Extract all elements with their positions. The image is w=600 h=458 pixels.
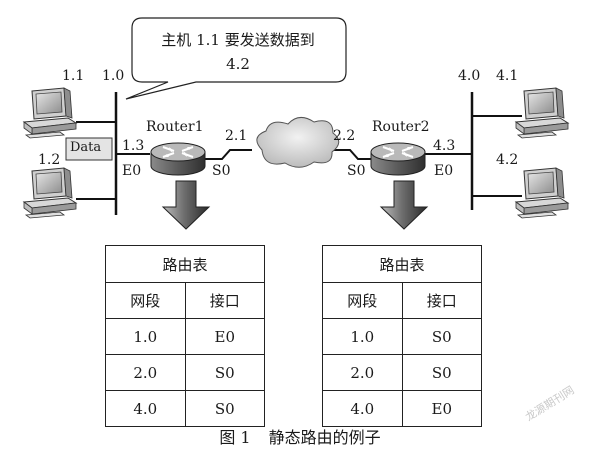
segment-cell: 1.0 bbox=[322, 318, 403, 355]
interface-cell: S0 bbox=[184, 354, 265, 391]
right-network-label: 4.0 bbox=[458, 68, 481, 84]
segment-cell: 2.0 bbox=[322, 354, 403, 391]
router2-down-arrow bbox=[380, 180, 428, 230]
segment-cell: 4.0 bbox=[322, 390, 403, 427]
table-row: 2.0 S0 bbox=[322, 354, 482, 391]
router1-s0-label: S0 bbox=[212, 163, 231, 179]
figure-number: 图 1 bbox=[219, 428, 251, 447]
segment-cell: 4.0 bbox=[105, 390, 186, 427]
interface-cell: S0 bbox=[401, 318, 482, 355]
column-header: 网段 bbox=[322, 282, 403, 319]
speech-line-1: 主机 1.1 要发送数据到 bbox=[161, 31, 315, 49]
router1-icon bbox=[150, 142, 206, 176]
router2-e0-label: E0 bbox=[434, 163, 454, 179]
router2-routing-table: 路由表 网段 接口 1.0 S0 2.0 S0 4.0 E0 bbox=[322, 245, 482, 427]
segment-cell: 2.0 bbox=[105, 354, 186, 391]
speech-bubble bbox=[125, 17, 347, 100]
table-row: 1.0 E0 bbox=[105, 318, 265, 355]
data-packet-tag bbox=[65, 137, 113, 161]
host-4-1-label: 4.1 bbox=[496, 68, 519, 84]
host-4-2-icon bbox=[515, 167, 569, 219]
host-1-1-icon bbox=[23, 87, 77, 139]
host-1-2-icon bbox=[23, 167, 77, 219]
router1-e0-ip: 1.3 bbox=[122, 138, 145, 154]
interface-cell: E0 bbox=[184, 318, 265, 355]
speech-line-2: 4.2 bbox=[226, 55, 250, 73]
column-header: 接口 bbox=[184, 282, 265, 319]
wan-cloud-icon bbox=[256, 117, 340, 168]
router2-s0-ip: 2.2 bbox=[333, 128, 356, 144]
data-packet-label: Data bbox=[70, 140, 102, 155]
interface-cell: S0 bbox=[184, 390, 265, 427]
router1-s0-ip: 2.1 bbox=[225, 128, 248, 144]
left-network-label: 1.0 bbox=[102, 68, 125, 84]
router1-e0-label: E0 bbox=[122, 163, 142, 179]
host-1-1-label: 1.1 bbox=[62, 68, 85, 84]
speech-bubble-text: 主机 1.1 要发送数据到 4.2 bbox=[140, 28, 336, 76]
figure-title: 静态路由的例子 bbox=[268, 428, 381, 447]
segment-cell: 1.0 bbox=[105, 318, 186, 355]
router1-down-arrow bbox=[162, 180, 210, 230]
router2-e0-ip: 4.3 bbox=[433, 138, 456, 154]
table-row: 2.0 S0 bbox=[105, 354, 265, 391]
router2-icon bbox=[370, 142, 426, 176]
column-header: 网段 bbox=[105, 282, 186, 319]
host-4-1-icon bbox=[515, 87, 569, 139]
router2-label: Router2 bbox=[372, 119, 430, 135]
figure-caption: 图 1 静态路由的例子 bbox=[0, 424, 600, 448]
table-row: 1.0 S0 bbox=[322, 318, 482, 355]
host-1-2-label: 1.2 bbox=[38, 152, 61, 168]
host-4-2-label: 4.2 bbox=[496, 152, 519, 168]
interface-cell: E0 bbox=[401, 390, 482, 427]
router1-routing-table: 路由表 网段 接口 1.0 E0 2.0 S0 4.0 S0 bbox=[105, 245, 265, 427]
router2-s0-label: S0 bbox=[347, 163, 366, 179]
interface-cell: S0 bbox=[401, 354, 482, 391]
table-title: 路由表 bbox=[105, 245, 265, 283]
table-title: 路由表 bbox=[322, 245, 482, 283]
table-row: 4.0 E0 bbox=[322, 390, 482, 427]
router1-label: Router1 bbox=[146, 119, 204, 135]
table-row: 4.0 S0 bbox=[105, 390, 265, 427]
column-header: 接口 bbox=[401, 282, 482, 319]
serial-link-right bbox=[328, 149, 372, 160]
serial-link-left bbox=[205, 149, 252, 160]
